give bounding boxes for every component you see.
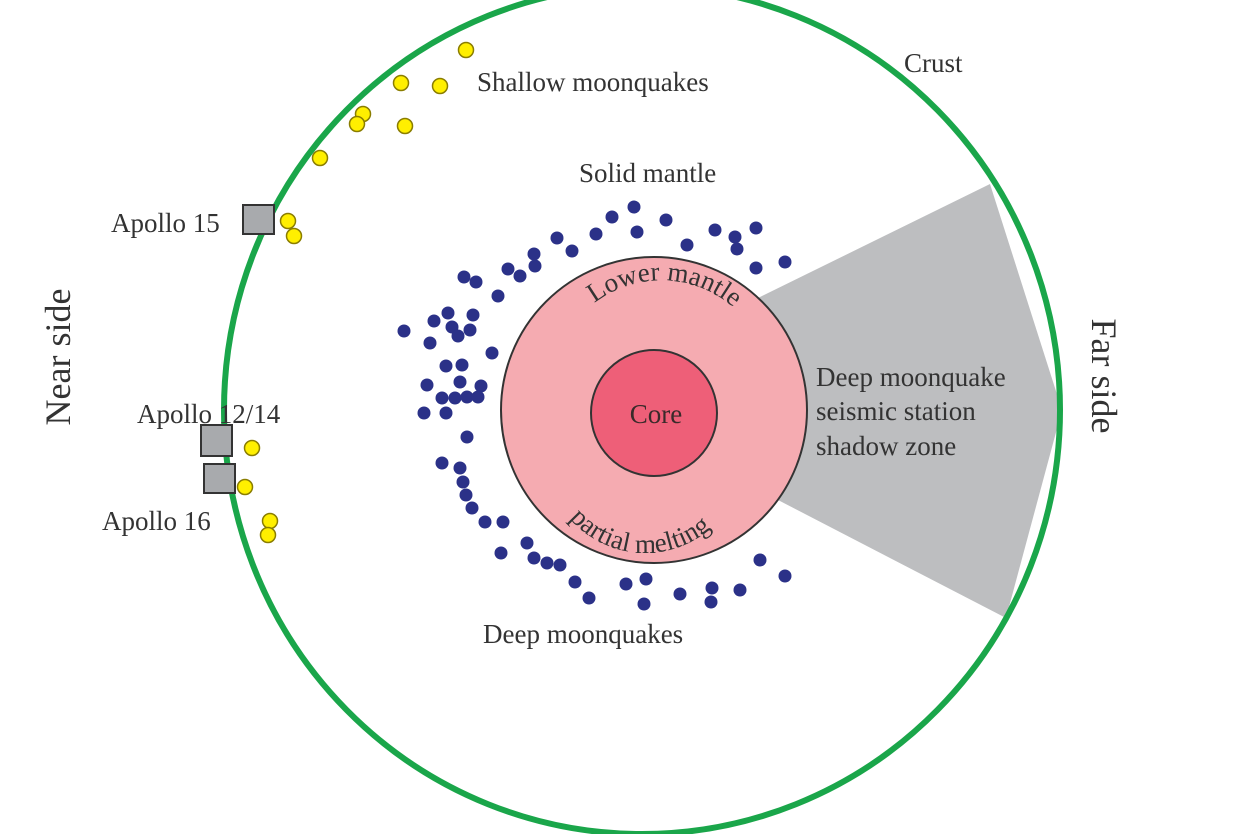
deep-moonquake-dot [565, 244, 579, 258]
shallow-moonquake-dot [261, 512, 279, 530]
shallow-moonquake-dot [396, 117, 414, 135]
deep-moonquake-dot [778, 255, 792, 269]
deep-moonquake-dot [451, 329, 465, 343]
deep-moonquake-dot [459, 488, 473, 502]
deep-moonquake-dot [605, 210, 619, 224]
deep-moonquake-dot [455, 358, 469, 372]
deep-moonquake-dot [553, 558, 567, 572]
deep-moonquake-dot [501, 262, 515, 276]
deep-moonquake-dot [705, 581, 719, 595]
shadow-zone-label-line1: Deep moonquake [816, 362, 1006, 392]
deep-moonquake-dot [456, 475, 470, 489]
apollo-12-14-label: Apollo 12/14 [137, 399, 281, 429]
shadow-zone-wedge [758, 184, 1062, 618]
shallow-moonquake-dot [431, 77, 449, 95]
deep-moonquake-dot [435, 391, 449, 405]
deep-moonquake-dot [673, 587, 687, 601]
shallow-moonquake-dot [279, 212, 297, 230]
deep-moonquake-dot [568, 575, 582, 589]
deep-moonquake-dot [540, 556, 554, 570]
deep-moonquake-dot [619, 577, 633, 591]
deep-moonquake-dot [469, 275, 483, 289]
crust-label: Crust [904, 48, 963, 78]
deep-moonquake-dot [528, 259, 542, 273]
deep-moonquake-dot [520, 536, 534, 550]
deep-moonquake-dot [680, 238, 694, 252]
deep-moonquake-dot [435, 456, 449, 470]
shallow-moonquake-dot [348, 115, 366, 133]
shallow-moonquake-dot [392, 74, 410, 92]
apollo-15-label: Apollo 15 [111, 208, 220, 238]
deep-moonquake-dot [513, 269, 527, 283]
station-apollo-15 [242, 204, 275, 235]
deep-moonquake-dot [471, 390, 485, 404]
shallow-moonquakes-group [236, 41, 475, 544]
deep-moonquakes-group [397, 200, 792, 611]
station-apollo-16 [203, 463, 236, 494]
deep-moonquake-dot [460, 430, 474, 444]
shadow-zone-label-line3: shadow zone [816, 431, 956, 461]
deep-moonquake-dot [478, 515, 492, 529]
deep-moonquake-dot [494, 546, 508, 560]
deep-moonquake-dot [778, 569, 792, 583]
crust-outline [221, 0, 1063, 834]
station-apollo-12-14 [200, 424, 233, 457]
deep-moonquake-dot [453, 375, 467, 389]
shadow-zone-label-line2: seismic station [816, 396, 976, 426]
deep-moonquake-dot [550, 231, 564, 245]
deep-moonquake-dot [708, 223, 722, 237]
deep-moonquake-dot [753, 553, 767, 567]
shallow-moonquake-dot [311, 149, 329, 167]
deep-moonquake-dot [491, 289, 505, 303]
deep-moonquake-dot [420, 378, 434, 392]
shallow-moonquake-dot [285, 227, 303, 245]
near-side-label: Near side [38, 289, 78, 426]
deep-moonquake-dot [457, 270, 471, 284]
deep-moonquake-dot [527, 551, 541, 565]
deep-moonquake-dot [630, 225, 644, 239]
deep-moonquake-dot [448, 391, 462, 405]
deep-moonquake-dot [637, 597, 651, 611]
deep-moonquake-dot [474, 379, 488, 393]
deep-moonquake-dot [527, 247, 541, 261]
deep-moonquakes-label: Deep moonquakes [483, 619, 683, 649]
core-label: Core [630, 399, 683, 429]
deep-moonquake-dot [627, 200, 641, 214]
deep-moonquake-dot [427, 314, 441, 328]
deep-moonquake-dot [460, 390, 474, 404]
core-circle [590, 349, 718, 477]
shallow-moonquake-dot [259, 526, 277, 544]
deep-moonquake-dot [733, 583, 747, 597]
solid-mantle-label: Solid mantle [579, 158, 716, 188]
deep-moonquake-dot [704, 595, 718, 609]
deep-moonquake-dot [417, 406, 431, 420]
shallow-moonquakes-label: Shallow moonquakes [477, 67, 709, 97]
deep-moonquake-dot [749, 221, 763, 235]
deep-moonquake-dot [730, 242, 744, 256]
deep-moonquake-dot [423, 336, 437, 350]
shallow-moonquake-dot [457, 41, 475, 59]
deep-moonquake-dot [749, 261, 763, 275]
deep-moonquake-dot [659, 213, 673, 227]
deep-moonquake-dot [728, 230, 742, 244]
shallow-moonquake-dot [236, 478, 254, 496]
deep-moonquake-dot [453, 461, 467, 475]
deep-moonquake-dot [589, 227, 603, 241]
far-side-label: Far side [1084, 319, 1124, 434]
deep-moonquake-dot [463, 323, 477, 337]
deep-moonquake-dot [441, 306, 455, 320]
deep-moonquake-dot [466, 308, 480, 322]
deep-moonquake-dot [485, 346, 499, 360]
deep-moonquake-dot [439, 406, 453, 420]
apollo-16-label: Apollo 16 [102, 506, 211, 536]
deep-moonquake-dot [465, 501, 479, 515]
deep-moonquake-dot [639, 572, 653, 586]
shallow-moonquake-dot [243, 439, 261, 457]
deep-moonquake-dot [439, 359, 453, 373]
deep-moonquake-dot [582, 591, 596, 605]
deep-moonquake-dot [397, 324, 411, 338]
deep-moonquake-dot [496, 515, 510, 529]
